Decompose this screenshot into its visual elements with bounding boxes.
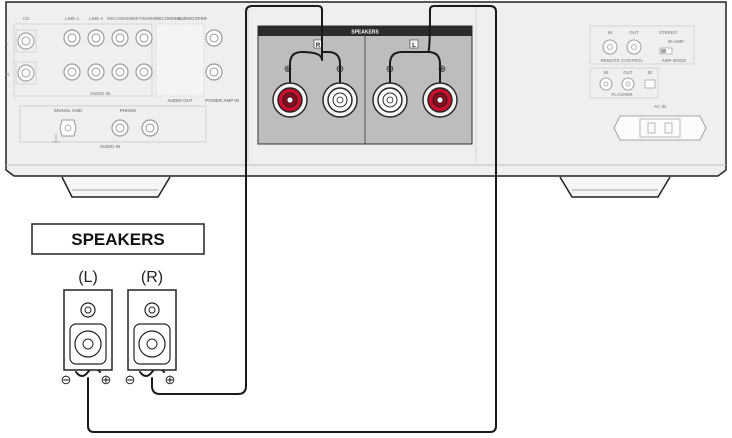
label-id: ID [648,70,653,75]
control-section: IN OUT STEREO BI-AMP REMOTE CONTROL AMP … [589,25,707,141]
label-in: IN [608,30,613,35]
mini-jack [602,39,618,55]
speaker-right-label: (R) [141,269,163,286]
label-audio-in-2: AUDIO IN [100,144,120,149]
label-subwoofer: SUBWOOFER [177,16,207,21]
label-ac-in: AC IN [654,104,666,109]
label-audio-in: AUDIO IN [90,91,110,96]
label-power-amp-in: POWER AMP IN [205,98,239,103]
rca-jack [87,63,105,81]
rca-jack [135,29,153,47]
speaker-left-label: (L) [78,269,98,286]
label-recorder: RECORDER [107,16,134,21]
binding-post-right-minus [322,82,358,118]
speaker-cables [75,5,497,433]
channel-l-mark: L [6,40,9,45]
rca-jack [63,63,81,81]
label-flasher-in: IN [604,70,609,75]
speaker-l-plus-mark: ⊕ [101,372,112,387]
speakers-heading: SPEAKERS [71,230,165,249]
phono-section: SIGNAL GND PHONO AUDIO IN [19,105,207,149]
rca-jack [141,119,159,137]
speaker-l-minus-mark: ⊖ [61,372,72,387]
label-line1: LINE-1 [65,16,80,21]
cable-right-minus [321,51,341,98]
binding-post-right-plus [272,82,308,118]
speaker-left: ⊖ ⊕ [61,289,113,387]
rca-jack [111,29,129,47]
cable-left-minus [389,51,431,98]
mini-jack [626,39,642,55]
speaker-r-minus-mark: ⊖ [125,372,136,387]
ground-terminal [52,119,77,143]
channel-left-label: L [412,43,416,49]
label-out: OUT [629,30,639,35]
mini-jack [621,77,635,91]
binding-post-left-plus [422,82,458,118]
binding-posts [272,82,458,118]
ac-inlet [613,115,707,141]
label-audio-out: AUDIO OUT [167,98,193,103]
label-recorder-out: RECORDER [155,16,182,21]
label-remote-control: REMOTE CONTROL [601,58,644,63]
rca-jack [205,63,223,81]
label-line2: LINE-2 [89,16,104,21]
rca-jack [111,63,129,81]
binding-post-left-minus [372,82,408,118]
rca-jack [15,61,37,85]
label-amp-mode: AMP MODE [662,58,687,63]
label-phono: PHONO [120,108,137,113]
plus-mark-r: ⊕ [284,64,292,75]
rca-jack [111,119,129,137]
cable-right-plus [151,5,323,395]
rca-jack [87,29,105,47]
audio-in-section: CD LINE-1 LINE-2 RECORDER NETWORK AUDIO … [6,16,156,97]
speaker-right: ⊖ ⊕ [125,289,177,387]
plus-mark-l: ⊕ [438,64,446,75]
label-signal-gnd: SIGNAL GND [54,108,83,113]
label-network: NETWORK [132,16,156,21]
label-bi-amp: BI-AMP [668,39,684,44]
amplifier-foot-left [61,176,171,198]
rca-jack [135,63,153,81]
speaker-r-plus-mark: ⊕ [165,372,176,387]
label-flasher: FLASHER [611,92,633,97]
rca-jack [63,29,81,47]
label-flasher-out: OUT [623,70,633,75]
speakers-legend: SPEAKERS (L) (R) [31,223,205,286]
amp-mode-switch [659,47,673,55]
mini-jack [599,77,613,91]
amplifier-foot-right [559,176,671,198]
audio-out-section: RECORDER SUBWOOFER AUDIO OUT POWER AMP I… [155,16,239,103]
channel-right-label: R [316,43,321,49]
channel-r-mark: R [6,72,10,77]
speakers-panel-label: SPEAKERS [351,30,379,36]
label-stereo: STEREO [659,30,678,35]
rca-jack [15,29,37,53]
rca-jack [205,29,223,47]
label-cd: CD [23,16,30,21]
